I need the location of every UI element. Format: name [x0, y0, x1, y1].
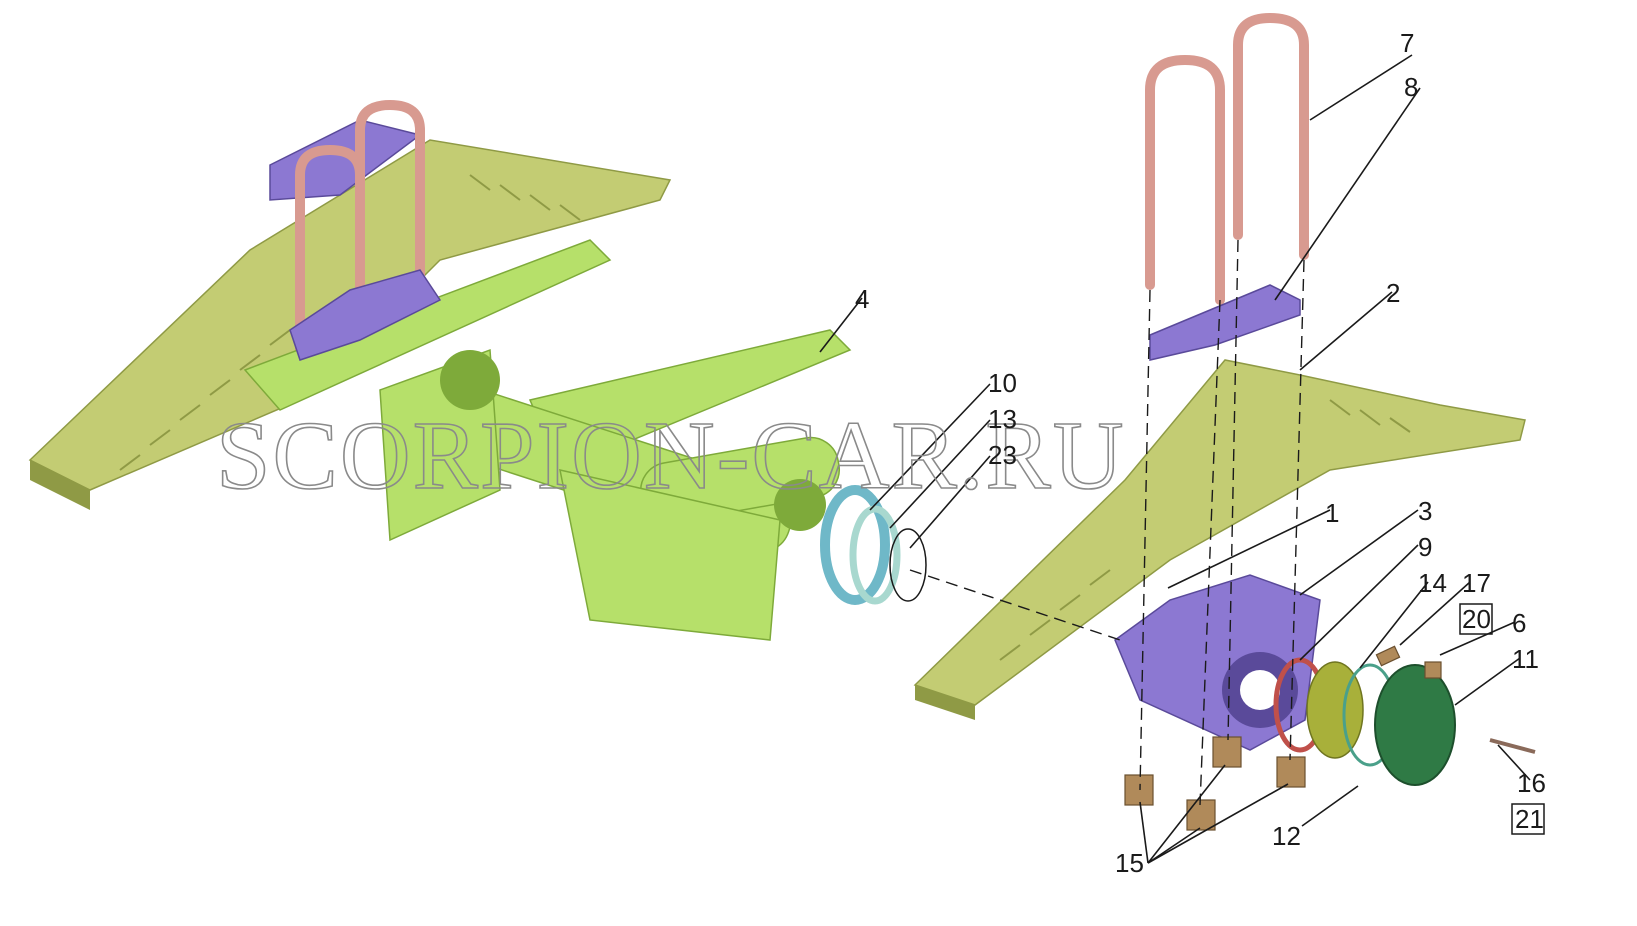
right-balancer-hub [1114, 574, 1321, 751]
callout-21: 21 [1515, 804, 1544, 834]
right-u-bolts [1145, 12, 1309, 305]
right-spring-pad [1149, 284, 1301, 361]
callout-16: 16 [1517, 768, 1546, 798]
left-spring-leaf-steps [119, 174, 581, 471]
callout-20: 20 [1462, 604, 1491, 634]
alignment-dashes [909, 239, 1305, 806]
callout-8: 8 [1404, 72, 1418, 102]
callout-3: 3 [1418, 496, 1432, 526]
left-spring-pad [269, 119, 422, 201]
callout-21-box [1511, 803, 1545, 835]
right-leaf-spring [913, 359, 1526, 720]
left-u-bolts [295, 99, 425, 365]
left-axle-beam [243, 239, 852, 641]
callout-12: 12 [1272, 821, 1301, 851]
callout-1: 1 [1325, 498, 1339, 528]
callout-2: 2 [1386, 278, 1400, 308]
callout-10: 10 [988, 368, 1017, 398]
callout-15: 15 [1115, 848, 1144, 878]
callout-23: 23 [988, 440, 1017, 470]
right-end-parts [1273, 645, 1536, 786]
callout-7: 7 [1400, 28, 1414, 58]
callout-9: 9 [1418, 532, 1432, 562]
callout-17: 17 [1462, 568, 1491, 598]
callout-20-box [1459, 603, 1493, 635]
callout-11: 11 [1512, 644, 1539, 674]
callout-14: 14 [1418, 568, 1447, 598]
callout-13: 13 [988, 404, 1017, 434]
right-nuts [1124, 736, 1306, 831]
callout-labels: 7 8 2 4 10 13 23 1 3 9 14 17 20 6 11 16 … [855, 28, 1546, 878]
callout-6: 6 [1512, 608, 1526, 638]
left-seal-rings [820, 485, 927, 605]
callout-4: 4 [855, 284, 869, 314]
leader-lines [819, 54, 1531, 864]
watermark-text: SCORPION-CAR.RU [216, 402, 1125, 510]
